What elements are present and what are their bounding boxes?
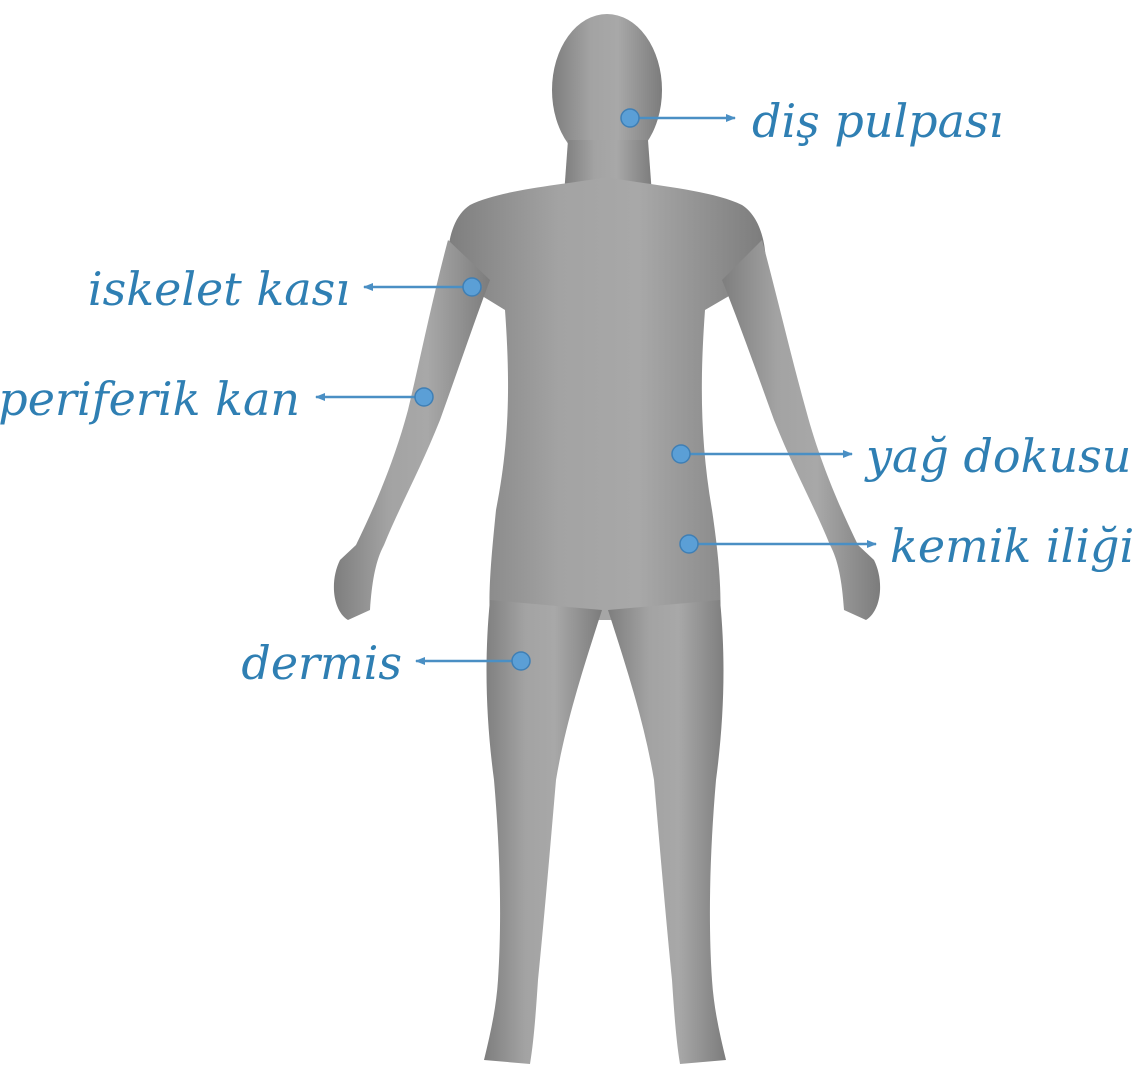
arm-left [334,240,490,620]
label-dis-pulpasi: diş pulpası [752,94,1003,148]
human-figure [334,14,880,1064]
marker-periferik-kan [415,388,433,406]
label-iskelet-kasi: iskelet kası [88,262,350,316]
torso [448,178,766,620]
arm-right [722,240,880,620]
marker-kemik-iligi [680,535,698,553]
leg-left [484,600,602,1064]
label-dermis: dermis [241,636,402,690]
marker-dermis [512,652,530,670]
marker-yag-dokusu [672,445,690,463]
label-kemik-iligi: kemik iliği [890,519,1132,573]
label-periferik-kan: periferik kan [0,372,300,426]
leg-right [608,600,726,1064]
marker-dis-pulpasi [621,109,639,127]
label-yag-dokusu: yağ dokusu [864,429,1131,483]
marker-iskelet-kasi [463,278,481,296]
